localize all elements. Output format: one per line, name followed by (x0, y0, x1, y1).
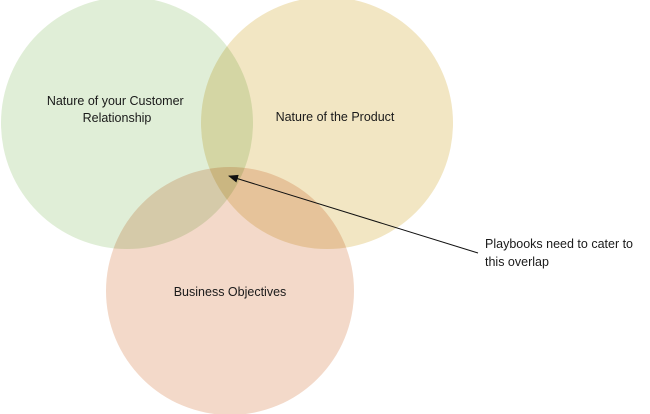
annotation-arrow (228, 174, 479, 254)
circle-labels: Nature of your Customer Relationship Nat… (47, 94, 395, 299)
annotation-line1: Playbooks need to cater to (485, 237, 633, 251)
label-business-objectives: Business Objectives (174, 285, 287, 299)
label-product: Nature of the Product (276, 110, 395, 124)
annotation-line2: this overlap (485, 255, 549, 269)
annotation: Playbooks need to cater to this overlap (228, 174, 637, 269)
annotation-text: Playbooks need to cater to this overlap (485, 237, 637, 269)
label-customer-relationship: Nature of your Customer Relationship (47, 94, 187, 125)
circles-group (1, 0, 453, 414)
circle-business-objectives (106, 167, 354, 414)
label-customer-relationship-line1: Nature of your Customer (47, 94, 184, 108)
label-customer-relationship-line2: Relationship (83, 111, 152, 125)
